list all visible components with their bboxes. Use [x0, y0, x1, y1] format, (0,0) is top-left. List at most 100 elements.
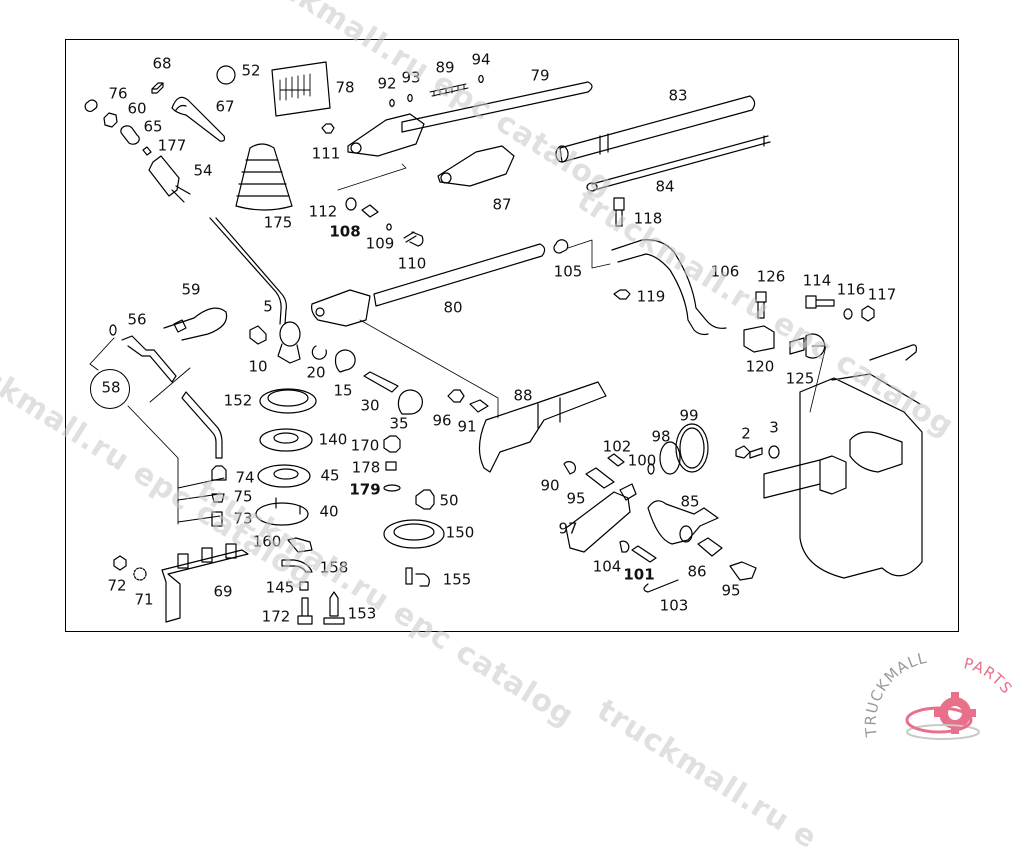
callout-75[interactable]: 75 [233, 487, 253, 506]
callout-95a[interactable]: 95 [566, 489, 586, 508]
callout-15[interactable]: 15 [333, 381, 353, 400]
callout-20[interactable]: 20 [306, 363, 326, 382]
callout-10[interactable]: 10 [248, 357, 268, 376]
callout-96[interactable]: 96 [432, 411, 452, 430]
part-160-clip [287, 537, 313, 553]
callout-170[interactable]: 170 [350, 436, 380, 455]
callout-3[interactable]: 3 [769, 418, 779, 437]
callout-67[interactable]: 67 [215, 97, 235, 116]
callout-56[interactable]: 56 [127, 310, 147, 329]
callout-178[interactable]: 178 [351, 458, 381, 477]
part-103-cotter-pin [643, 579, 679, 593]
callout-109[interactable]: 109 [365, 234, 395, 253]
part-177-pin [142, 146, 152, 156]
callout-102[interactable]: 102 [602, 437, 632, 456]
callout-155[interactable]: 155 [442, 570, 472, 589]
callout-54[interactable]: 54 [193, 161, 213, 180]
callout-86[interactable]: 86 [687, 562, 707, 581]
callout-104[interactable]: 104 [592, 557, 622, 576]
leader-105 [567, 239, 611, 269]
diagram-frame [65, 39, 959, 632]
part-68-insert [151, 82, 164, 94]
callout-118[interactable]: 118 [633, 209, 663, 228]
callout-2[interactable]: 2 [741, 424, 751, 443]
leader-87-112 [337, 163, 407, 191]
callout-179[interactable]: 179 [349, 480, 381, 499]
callout-153[interactable]: 153 [347, 604, 377, 623]
callout-152[interactable]: 152 [223, 391, 253, 410]
callout-114[interactable]: 114 [802, 271, 832, 290]
callout-105[interactable]: 105 [553, 262, 583, 281]
callout-92[interactable]: 92 [377, 74, 397, 93]
callout-35[interactable]: 35 [389, 414, 409, 433]
callout-85[interactable]: 85 [680, 492, 700, 511]
callout-76[interactable]: 76 [108, 84, 128, 103]
callout-103[interactable]: 103 [659, 596, 689, 615]
callout-5[interactable]: 5 [263, 297, 273, 316]
callout-95b[interactable]: 95 [721, 581, 741, 600]
callout-80[interactable]: 80 [443, 298, 463, 317]
callout-40[interactable]: 40 [319, 502, 339, 521]
callout-175[interactable]: 175 [263, 213, 293, 232]
part-116-washer [843, 308, 853, 320]
callout-71[interactable]: 71 [134, 590, 154, 609]
callout-58[interactable]: 58 [101, 378, 121, 397]
callout-145[interactable]: 145 [265, 578, 295, 597]
callout-110[interactable]: 110 [397, 254, 427, 273]
callout-94[interactable]: 94 [471, 50, 491, 69]
callout-172[interactable]: 172 [261, 607, 291, 626]
callout-126[interactable]: 126 [756, 267, 786, 286]
part-35-bearing [397, 389, 423, 415]
callout-69[interactable]: 69 [213, 582, 233, 601]
part-117-nut [861, 305, 875, 322]
callout-117[interactable]: 117 [867, 285, 897, 304]
callout-73[interactable]: 73 [233, 509, 253, 528]
callout-78[interactable]: 78 [335, 78, 355, 97]
part-40-plate [255, 502, 309, 526]
callout-84[interactable]: 84 [655, 177, 675, 196]
callout-160[interactable]: 160 [252, 532, 282, 551]
part-105-clip [553, 239, 569, 254]
callout-90[interactable]: 90 [540, 476, 560, 495]
part-126-bolt [755, 291, 767, 319]
callout-150[interactable]: 150 [445, 523, 475, 542]
callout-97[interactable]: 97 [558, 519, 578, 538]
callout-89[interactable]: 89 [435, 58, 455, 77]
part-65-sleeve [120, 125, 140, 145]
callout-106[interactable]: 106 [710, 262, 740, 281]
callout-50[interactable]: 50 [439, 491, 459, 510]
callout-74[interactable]: 74 [235, 468, 255, 487]
callout-83[interactable]: 83 [668, 86, 688, 105]
part-72-nut [113, 555, 127, 571]
callout-98[interactable]: 98 [651, 427, 671, 446]
callout-177[interactable]: 177 [157, 136, 187, 155]
callout-108[interactable]: 108 [329, 222, 361, 241]
callout-101[interactable]: 101 [623, 565, 655, 584]
callout-65[interactable]: 65 [143, 117, 163, 136]
callout-68[interactable]: 68 [152, 54, 172, 73]
callout-30[interactable]: 30 [360, 396, 380, 415]
callout-91[interactable]: 91 [457, 417, 477, 436]
callout-120[interactable]: 120 [745, 357, 775, 376]
callout-45[interactable]: 45 [320, 466, 340, 485]
callout-116[interactable]: 116 [836, 280, 866, 299]
part-10-bush [249, 325, 267, 345]
callout-158[interactable]: 158 [319, 558, 349, 577]
callout-125[interactable]: 125 [785, 369, 815, 388]
callout-100[interactable]: 100 [627, 451, 657, 470]
callout-88[interactable]: 88 [513, 386, 533, 405]
callout-87[interactable]: 87 [492, 195, 512, 214]
callout-112[interactable]: 112 [308, 202, 338, 221]
callout-99[interactable]: 99 [679, 406, 699, 425]
callout-59[interactable]: 59 [181, 280, 201, 299]
callout-111[interactable]: 111 [311, 144, 341, 163]
callout-79[interactable]: 79 [530, 66, 550, 85]
callout-140[interactable]: 140 [318, 430, 348, 449]
callout-72[interactable]: 72 [107, 576, 127, 595]
part-transmission-boss [849, 431, 903, 473]
callout-119[interactable]: 119 [636, 287, 666, 306]
callout-52[interactable]: 52 [241, 61, 261, 80]
part-94-ring [478, 74, 484, 84]
callout-93[interactable]: 93 [401, 68, 421, 87]
callout-60[interactable]: 60 [127, 99, 147, 118]
